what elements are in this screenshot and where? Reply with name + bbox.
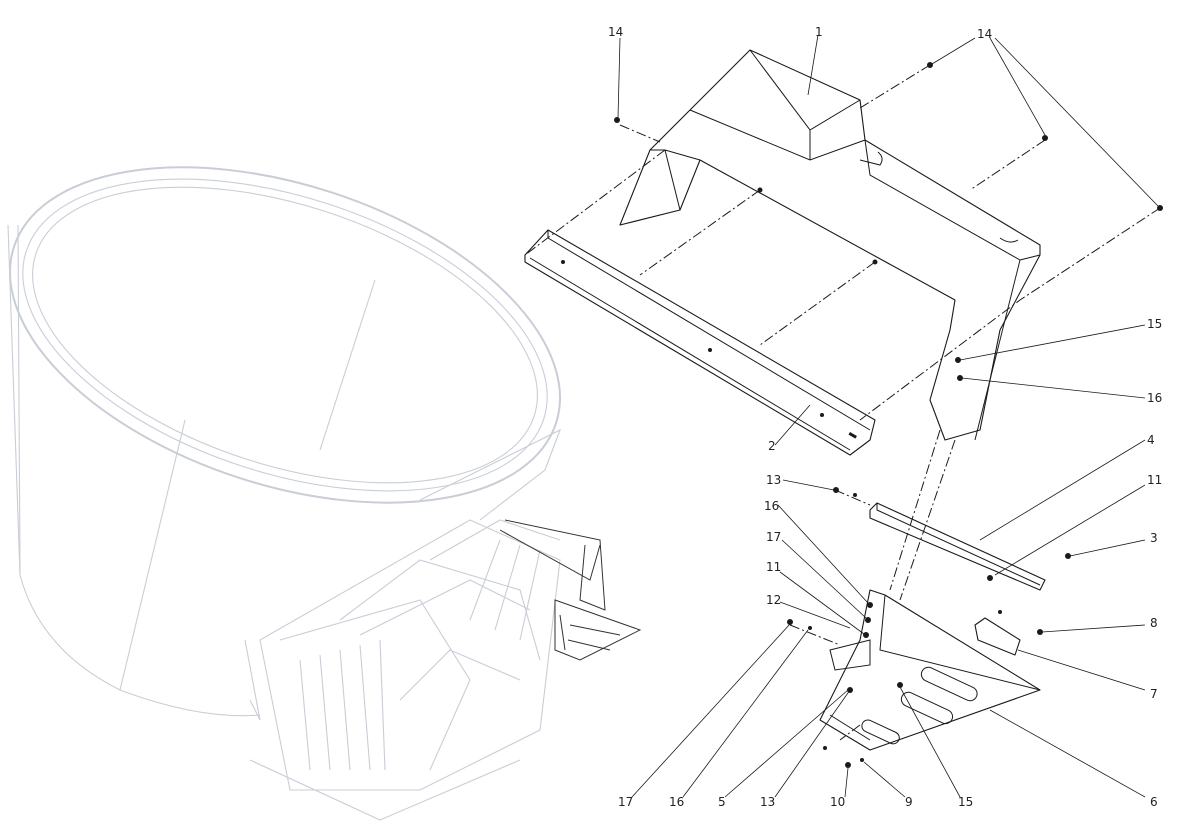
callout-14: 14: [977, 27, 992, 41]
part-6-base-plate: [819, 589, 1041, 751]
callout-17: 17: [766, 530, 781, 544]
callout-14: 14: [608, 25, 623, 39]
callout-13: 13: [766, 473, 781, 487]
callout-16: 16: [764, 499, 779, 513]
context-feeder-ghost: [244, 428, 642, 821]
assembly-lines: [524, 64, 1161, 741]
part-4-small-channel: [869, 502, 1046, 591]
callout-15: 15: [1147, 317, 1162, 331]
callout-6: 6: [1150, 795, 1158, 809]
callout-5: 5: [718, 795, 726, 809]
callout-9: 9: [905, 795, 913, 809]
callout-11: 11: [766, 560, 781, 574]
callout-17: 17: [618, 795, 633, 809]
callout-7: 7: [1150, 687, 1158, 701]
callout-16: 16: [669, 795, 684, 809]
callout-labels: 14 1 14 15 16 2 4 13 11 16 3 17 11 12 8 …: [608, 25, 1162, 809]
callout-12: 12: [766, 593, 781, 607]
callout-8: 8: [1150, 616, 1158, 630]
hardware-fasteners: [614, 62, 1163, 768]
callout-11: 11: [1147, 473, 1162, 487]
callout-2: 2: [768, 439, 776, 453]
callout-4: 4: [1147, 433, 1155, 447]
callout-10: 10: [830, 795, 845, 809]
context-tank-ghost: [7, 166, 561, 717]
callout-1: 1: [815, 25, 823, 39]
callout-3: 3: [1150, 531, 1158, 545]
callout-13: 13: [760, 795, 775, 809]
part-2-channel: [524, 229, 876, 456]
callout-16: 16: [1147, 391, 1162, 405]
callout-15: 15: [958, 795, 973, 809]
leader-lines: [617, 34, 1159, 798]
part-1-hood-cover: [619, 49, 1041, 441]
